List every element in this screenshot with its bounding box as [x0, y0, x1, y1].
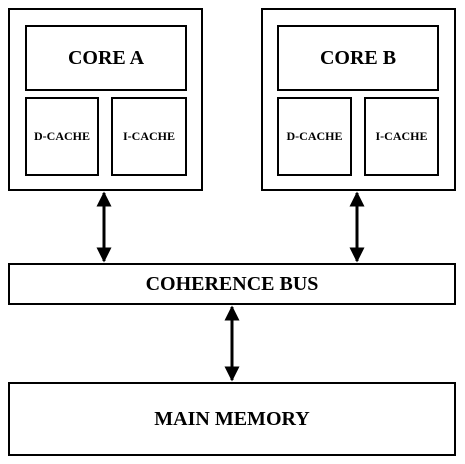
core-b-label: CORE B: [277, 25, 439, 91]
core-a-dcache-label: D-CACHE: [25, 97, 99, 176]
main-memory-label: MAIN MEMORY: [8, 382, 456, 456]
core-b-icache-label: I-CACHE: [364, 97, 439, 176]
core-a-label: CORE A: [25, 25, 187, 91]
core-a-icache-label: I-CACHE: [111, 97, 187, 176]
core-b-dcache-label: D-CACHE: [277, 97, 352, 176]
coherence-bus-label: COHERENCE BUS: [8, 263, 456, 305]
